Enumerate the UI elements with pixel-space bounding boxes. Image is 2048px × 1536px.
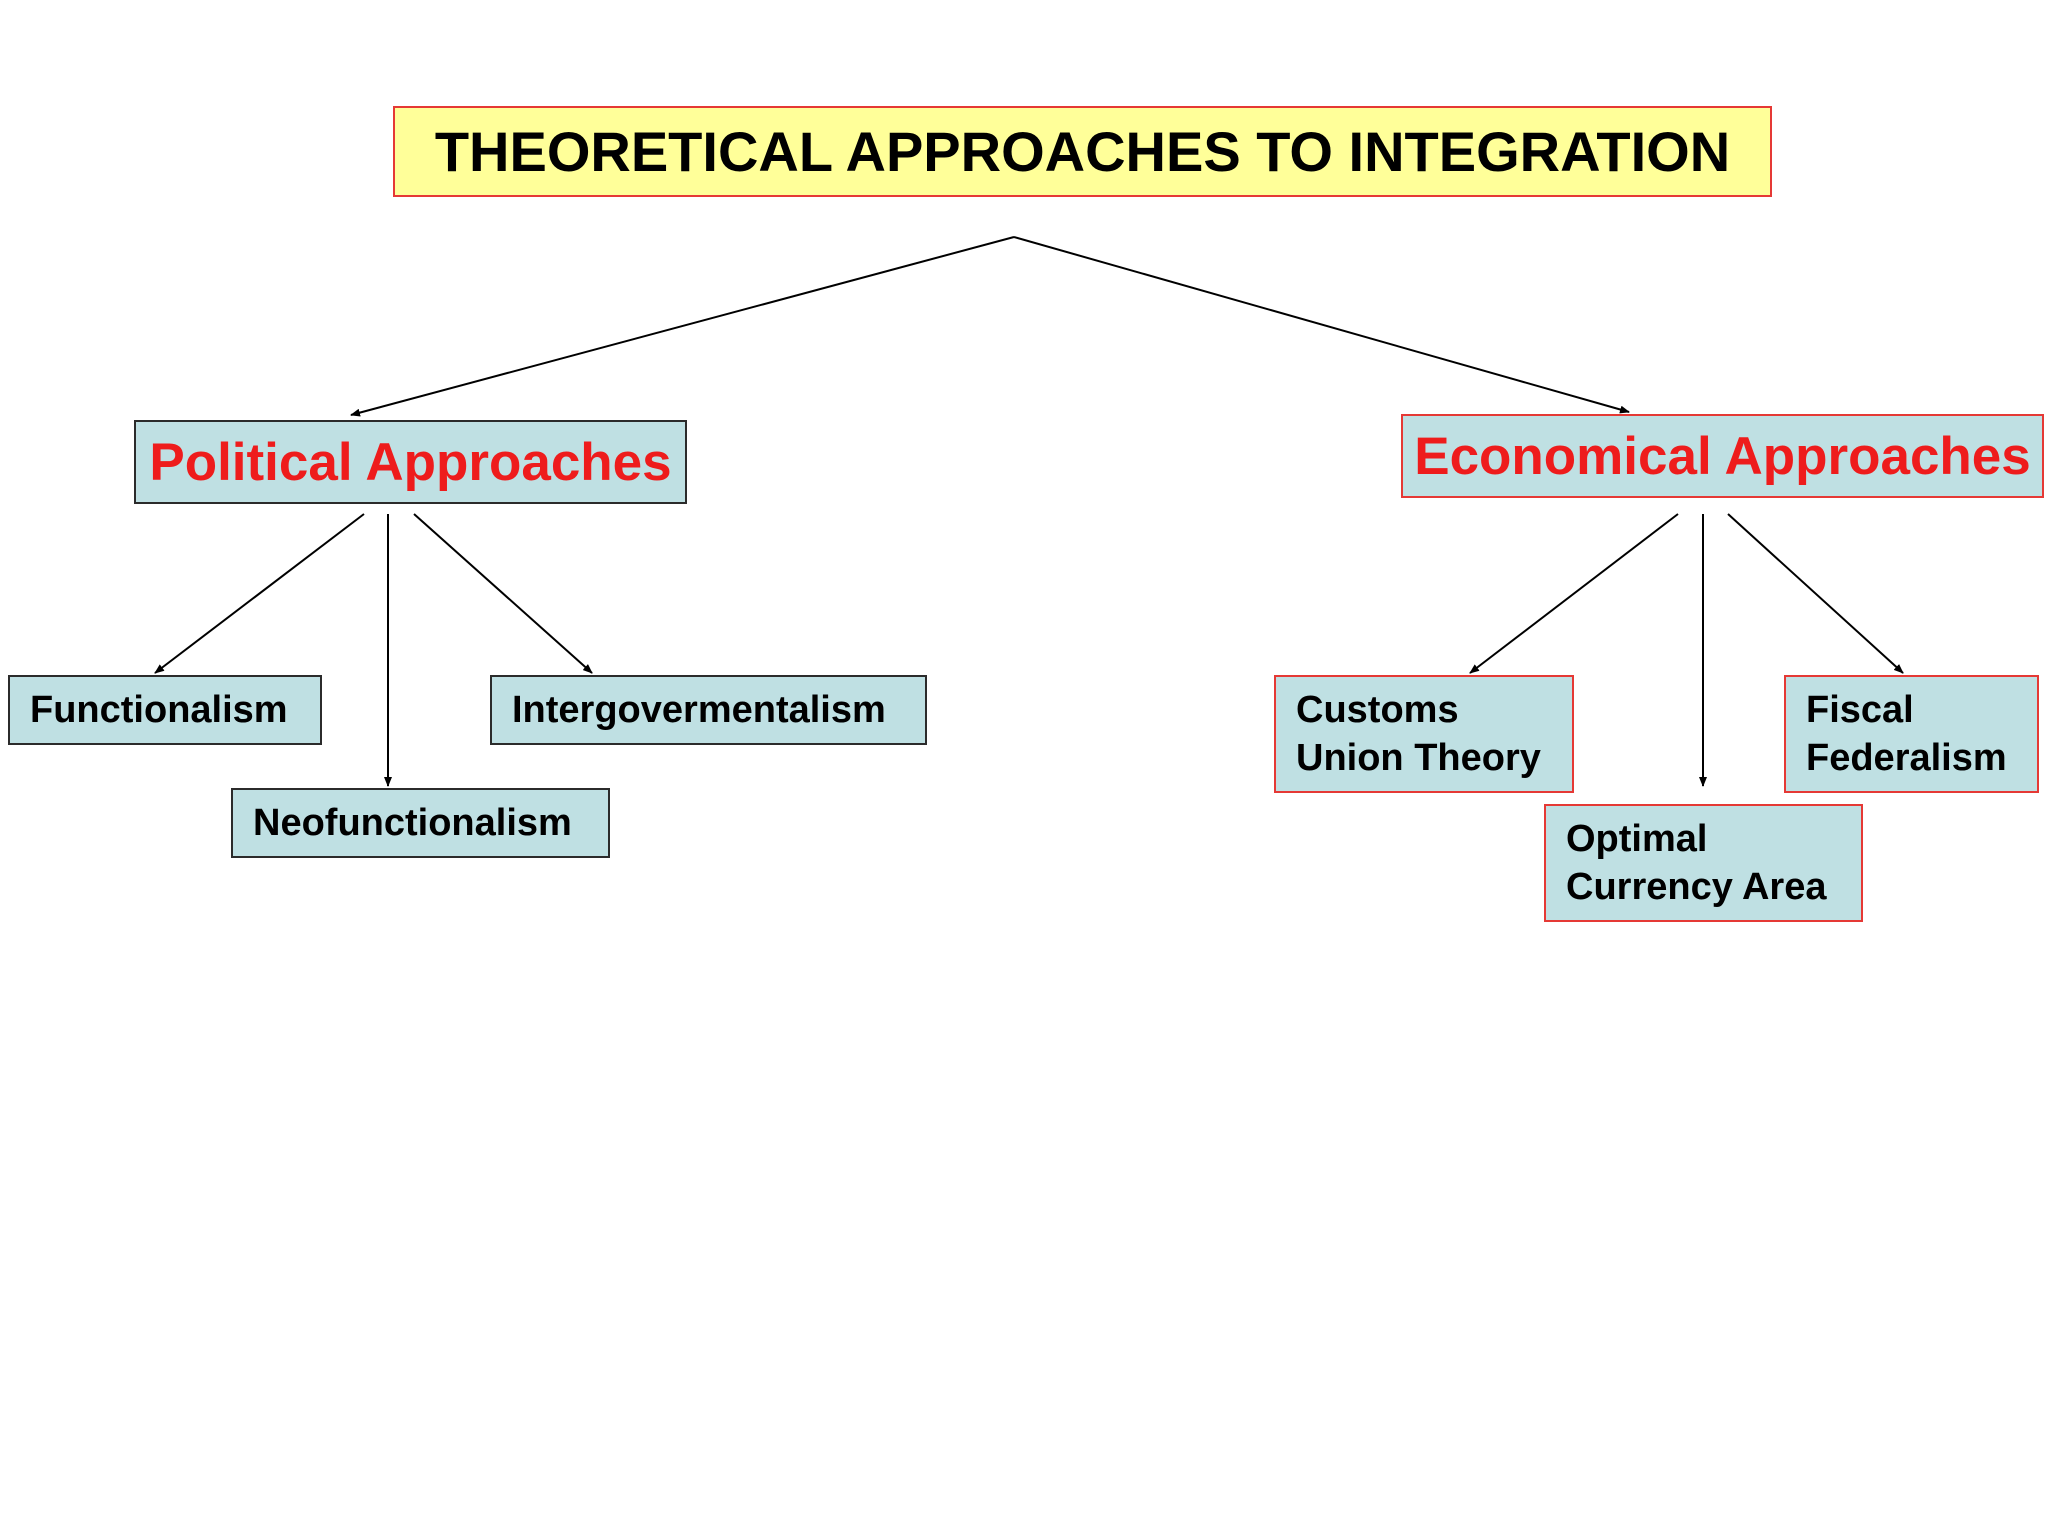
fiscal-federalism-label: Fiscal Federalism bbox=[1806, 689, 2007, 779]
political-approaches-box: Political Approaches bbox=[134, 420, 687, 504]
customs-union-theory-box: Customs Union Theory bbox=[1274, 675, 1574, 793]
economical-approaches-label: Economical Approaches bbox=[1414, 426, 2031, 486]
fiscal-federalism-box: Fiscal Federalism bbox=[1784, 675, 2039, 793]
arrow-title-to-political bbox=[350, 236, 1015, 417]
arrow-economic-to-customs-union bbox=[1469, 513, 1679, 674]
diagram-title: THEORETICAL APPROACHES TO INTEGRATION bbox=[434, 120, 1731, 183]
functionalism-label: Functionalism bbox=[30, 689, 288, 731]
functionalism-box: Functionalism bbox=[8, 675, 322, 745]
economical-approaches-box: Economical Approaches bbox=[1401, 414, 2044, 498]
arrow-economic-to-fiscal-federalism bbox=[1727, 513, 1904, 674]
customs-union-theory-label: Customs Union Theory bbox=[1296, 689, 1541, 779]
arrow-title-to-economic bbox=[1013, 236, 1630, 414]
neofunctionalism-box: Neofunctionalism bbox=[231, 788, 610, 858]
optimal-currency-area-label: Optimal Currency Area bbox=[1566, 818, 1827, 908]
political-approaches-label: Political Approaches bbox=[149, 432, 672, 492]
arrow-political-to-functionalism bbox=[154, 513, 365, 674]
intergovernmentalism-box: Intergovermentalism bbox=[490, 675, 927, 745]
neofunctionalism-label: Neofunctionalism bbox=[253, 802, 572, 844]
arrow-political-to-intergovernmentalism bbox=[413, 513, 593, 674]
diagram-title-box: THEORETICAL APPROACHES TO INTEGRATION bbox=[393, 106, 1772, 197]
optimal-currency-area-box: Optimal Currency Area bbox=[1544, 804, 1863, 922]
intergovernmentalism-label: Intergovermentalism bbox=[512, 689, 886, 731]
